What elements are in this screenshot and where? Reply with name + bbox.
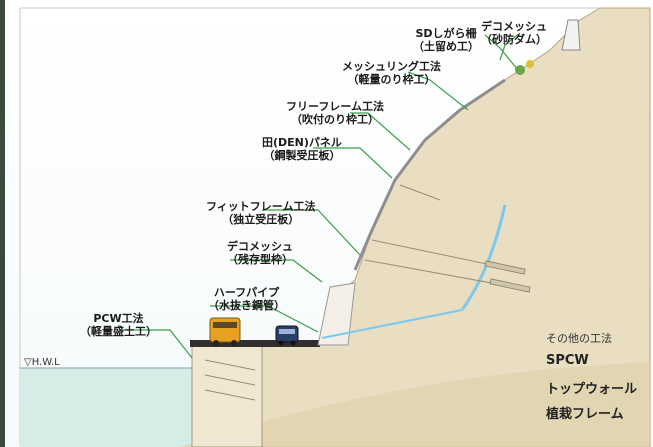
label-fit-name: フィットフレーム工法 <box>206 200 316 213</box>
label-sd-sub: （土留め工） <box>413 40 479 53</box>
other-method-planting-frame: 植栽フレーム <box>546 407 624 422</box>
label-deco-top-name: デコメッシュ <box>481 20 547 33</box>
water-body <box>20 368 192 447</box>
label-meshing-name: メッシュリング工法 <box>342 60 441 73</box>
label-deco-top-sub: （砂防ダム） <box>481 33 547 46</box>
label-sd: SDしがら柵 （土留め工） <box>413 27 479 53</box>
label-half-name: ハーフパイプ <box>213 286 280 299</box>
label-pcw-name: PCW工法 <box>93 312 144 325</box>
other-methods-heading: その他の工法 <box>546 332 612 345</box>
other-method-spcw: SPCW <box>546 353 589 368</box>
concrete-wall <box>317 282 356 346</box>
road <box>190 340 320 347</box>
left-edge-strip <box>0 0 5 447</box>
sabo-dam <box>561 19 581 51</box>
label-deco-top: デコメッシュ （砂防ダム） <box>481 20 547 46</box>
label-den-name: 田(DEN)パネル <box>262 136 342 149</box>
label-pcw-sub: （軽量盛土工） <box>80 325 157 338</box>
leader-lines <box>120 32 521 359</box>
label-free-sub: （吹付のり枠工） <box>291 113 379 126</box>
other-method-topwall: トップウォール <box>546 382 638 397</box>
label-half: ハーフパイプ （水抜き鋼管） <box>208 286 285 312</box>
slope-frame-work <box>353 78 506 271</box>
tree-top <box>515 65 525 75</box>
label-meshing: メッシュリング工法 （軽量のり枠工） <box>342 60 441 86</box>
label-free-name: フリーフレーム工法 <box>286 100 385 113</box>
label-meshing-sub: （軽量のり枠工） <box>347 73 436 86</box>
label-fit-sub: （独立受圧板） <box>222 213 300 226</box>
label-deco-mid: デコメッシュ （残存型枠） <box>227 240 293 266</box>
anchor-plate-upper <box>484 260 526 275</box>
retaining-fill <box>191 344 263 447</box>
label-fit: フィットフレーム工法 （独立受圧板） <box>206 200 315 226</box>
label-half-sub: （水抜き鋼管） <box>208 299 285 312</box>
drainage-pipe <box>321 309 463 339</box>
hwl-label: ▽H.W.L <box>24 357 60 368</box>
label-pcw: PCW工法 （軽量盛土工） <box>80 312 157 338</box>
car-icon <box>275 325 299 346</box>
label-den: 田(DEN)パネル （鋼製受圧板） <box>262 136 342 162</box>
label-deco-mid-name: デコメッシュ <box>227 240 293 253</box>
label-free: フリーフレーム工法 （吹付のり枠工） <box>286 100 384 126</box>
bus-icon <box>209 317 241 346</box>
label-den-sub: （鋼製受圧板） <box>263 149 341 162</box>
slope-lower-shade <box>180 362 650 447</box>
anchor-plate-lower <box>489 278 531 293</box>
label-deco-mid-sub: （残存型枠） <box>227 253 293 266</box>
tree-top-yellow <box>526 60 534 68</box>
label-sd-name: SDしがら柵 <box>415 27 477 40</box>
